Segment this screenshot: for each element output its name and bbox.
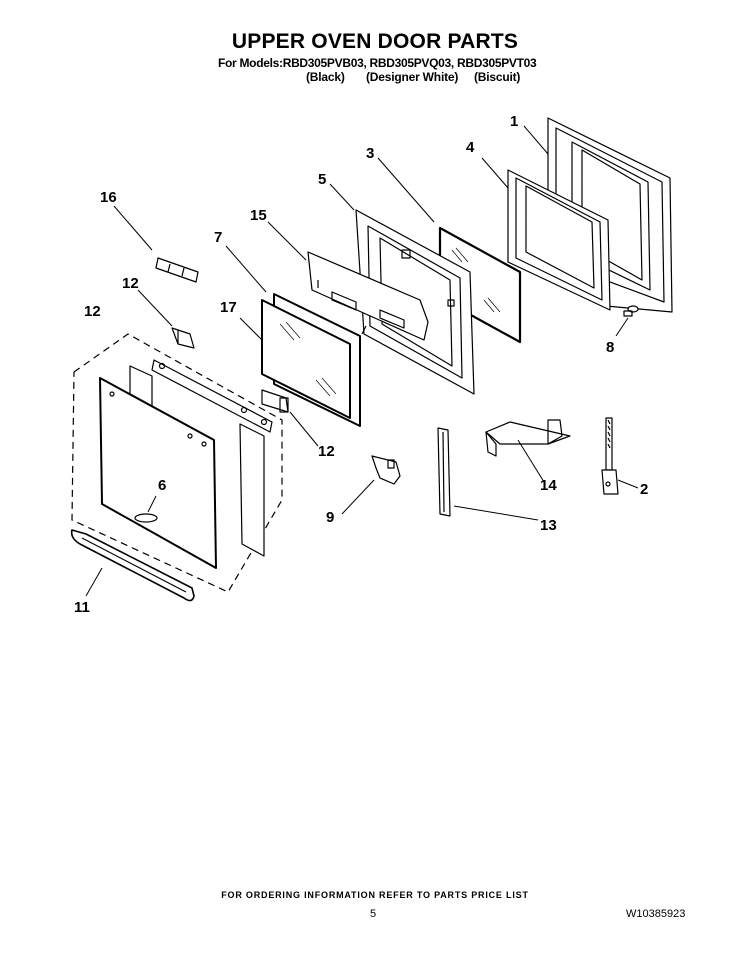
- callout-13: 13: [540, 517, 557, 534]
- callout-12-bracket-top: 12: [122, 275, 139, 292]
- callout-12-assembly: 12: [84, 303, 101, 320]
- part-12-bracket-top: [171, 327, 195, 349]
- callout-2: 2: [640, 481, 648, 498]
- part-8-screw: [623, 305, 639, 317]
- part-4-inner-frame: [507, 169, 611, 311]
- callout-9: 9: [326, 509, 334, 526]
- callout-7: 7: [214, 229, 222, 246]
- part-15-baffle: [307, 251, 429, 341]
- page-number: 5: [370, 908, 377, 920]
- part-17-glass: [261, 299, 351, 419]
- callout-6: 6: [158, 477, 166, 494]
- callout-1: 1: [510, 113, 518, 130]
- part-9-clip: [371, 455, 401, 485]
- model-list: For Models:RBD305PVB03, RBD305PVQ03, RBD…: [218, 56, 537, 70]
- ordering-note: FOR ORDERING INFORMATION REFER TO PARTS …: [221, 890, 529, 900]
- callout-labels: 1 2 3 4 5 6 7 8 9 11 12 12 12 13 14 15 1…: [74, 113, 648, 616]
- part-13-hinge: [437, 427, 451, 517]
- page-title: UPPER OVEN DOOR PARTS: [231, 30, 519, 53]
- callout-5: 5: [318, 171, 326, 188]
- callout-16: 16: [100, 189, 117, 206]
- part-12-bracket-mid: [261, 389, 289, 413]
- callout-11: 11: [74, 599, 90, 616]
- document-number: W10385923: [626, 908, 686, 920]
- callout-3: 3: [366, 145, 374, 162]
- callout-15: 15: [250, 207, 267, 224]
- color-white-label: (Designer White): [366, 70, 459, 84]
- callout-8: 8: [606, 339, 614, 356]
- part-2-hinge: [601, 417, 619, 495]
- callout-12-bracket-mid: 12: [318, 443, 335, 460]
- part-12-door-assembly: [70, 333, 283, 602]
- color-black-label: (Black): [306, 70, 345, 84]
- callout-17: 17: [220, 299, 237, 316]
- callout-14: 14: [540, 477, 557, 494]
- color-biscuit-label: (Biscuit): [474, 70, 521, 84]
- callout-4: 4: [466, 139, 475, 156]
- part-14-bracket: [485, 419, 571, 457]
- part-16-plate: [155, 257, 199, 283]
- leader-lines: [85, 125, 639, 597]
